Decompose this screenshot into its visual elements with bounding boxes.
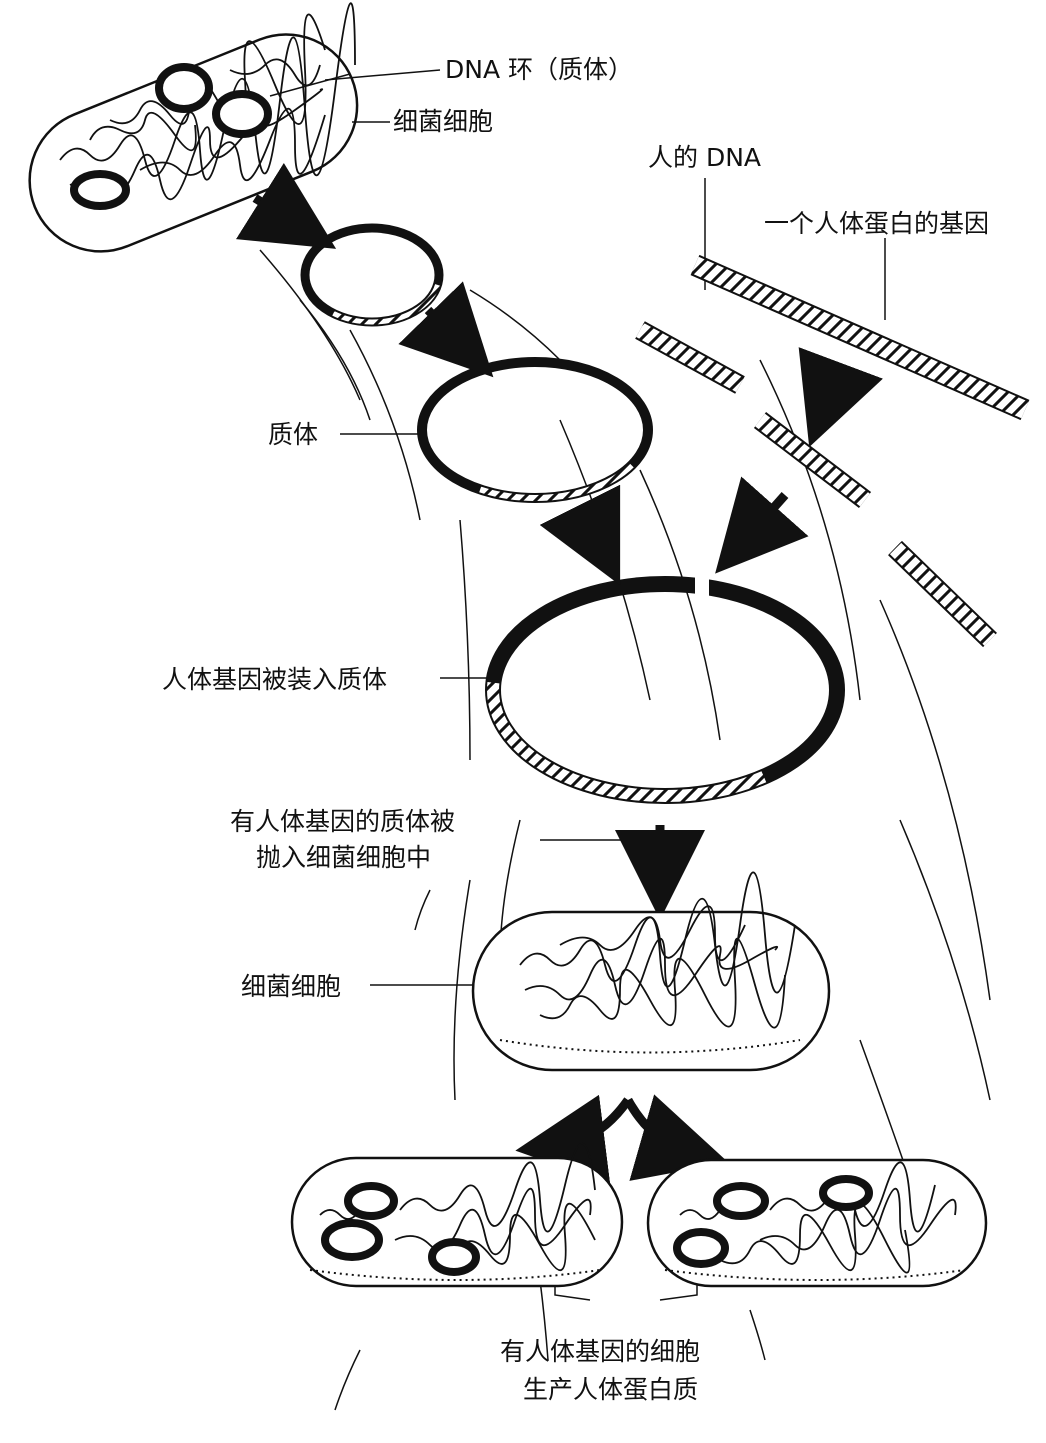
label-bacterium-top: 细菌细胞	[393, 107, 493, 136]
plasmid-ring	[344, 1182, 398, 1220]
label-result-line1: 有人体基因的细胞	[500, 1337, 700, 1366]
bacterium-cell-result-left	[290, 1142, 624, 1288]
label-human-gene: 一个人体蛋白的基因	[764, 209, 989, 238]
recombinant-plasmid	[485, 575, 845, 804]
bacterium-cell-top	[28, 2, 359, 253]
bacterium-cell-result-right	[646, 1158, 988, 1288]
label-result-line2: 生产人体蛋白质	[523, 1375, 698, 1404]
plasmid-cut	[417, 357, 653, 503]
plasmid-isolated	[300, 223, 444, 327]
arrow-icon	[539, 484, 621, 586]
bacterium-cell-middle	[471, 871, 831, 1072]
human-dna-strand	[690, 254, 1030, 421]
plasmid-ring	[155, 63, 213, 113]
plasmid-ring	[321, 1219, 383, 1261]
plasmid-ring	[70, 170, 130, 210]
arrow-icon	[715, 476, 809, 574]
leader-lines	[269, 69, 886, 1301]
arrow-icon	[798, 347, 883, 448]
plasmid-ring	[212, 90, 272, 138]
arrow-icon	[235, 162, 337, 249]
label-gene-inserted: 人体基因被装入质体	[162, 665, 387, 694]
label-inserted-line1: 有人体基因的质体被	[230, 807, 455, 836]
process-arrows	[235, 162, 883, 1185]
plasmid-ring	[673, 1228, 729, 1268]
arrow-icon	[515, 1094, 632, 1185]
dna-fragment-gene	[753, 412, 872, 508]
dna-fragment	[635, 321, 745, 394]
dna-fragment	[888, 540, 997, 648]
arrow-icon	[398, 281, 494, 378]
plasmid-ring	[819, 1175, 873, 1211]
label-plasmid: 质体	[268, 420, 318, 449]
label-bacterium-mid: 细菌细胞	[241, 972, 341, 1001]
label-human-dna: 人的 DNA	[648, 143, 761, 172]
label-dna-ring: DNA 环（质体）	[445, 55, 633, 84]
plasmid-ring	[428, 1238, 480, 1276]
arrow-icon	[624, 1094, 729, 1181]
plasmid-ring	[713, 1182, 769, 1220]
label-inserted-line2: 抛入细菌细胞中	[256, 843, 431, 872]
